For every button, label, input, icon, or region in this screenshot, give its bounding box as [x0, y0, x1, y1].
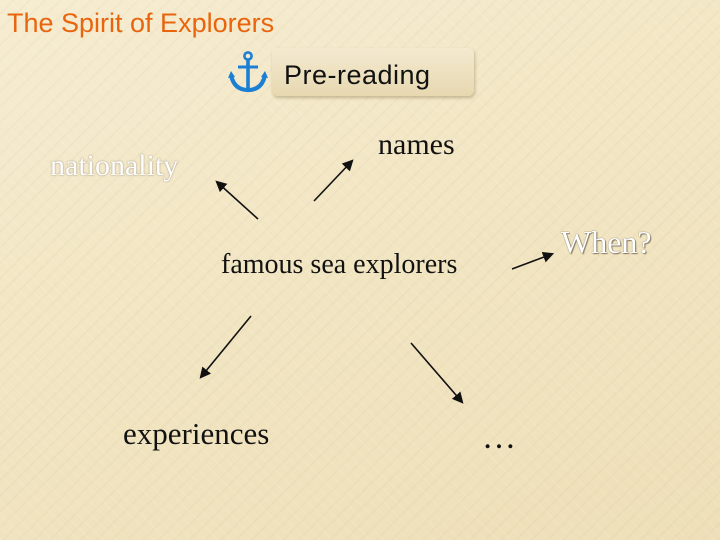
node-names: names [378, 128, 455, 161]
node-more: … [482, 419, 516, 456]
subtitle-box [272, 48, 474, 96]
arrow-to-nationality [215, 180, 259, 220]
anchor-icon [228, 51, 268, 93]
arrow-to-experiences [199, 315, 252, 379]
slide-title: The Spirit of Explorers [7, 8, 275, 38]
subtitle-banner: Pre-reading [226, 48, 474, 96]
arrow-to-more [410, 342, 464, 404]
arrow-to-names [313, 159, 354, 202]
node-when: When? [561, 224, 652, 260]
node-nationality: nationality [50, 149, 179, 182]
node-experiences: experiences [123, 416, 270, 451]
arrow-to-when [511, 251, 555, 270]
subtitle-text: Pre-reading [284, 60, 431, 90]
node-center: famous sea explorers [221, 249, 458, 280]
